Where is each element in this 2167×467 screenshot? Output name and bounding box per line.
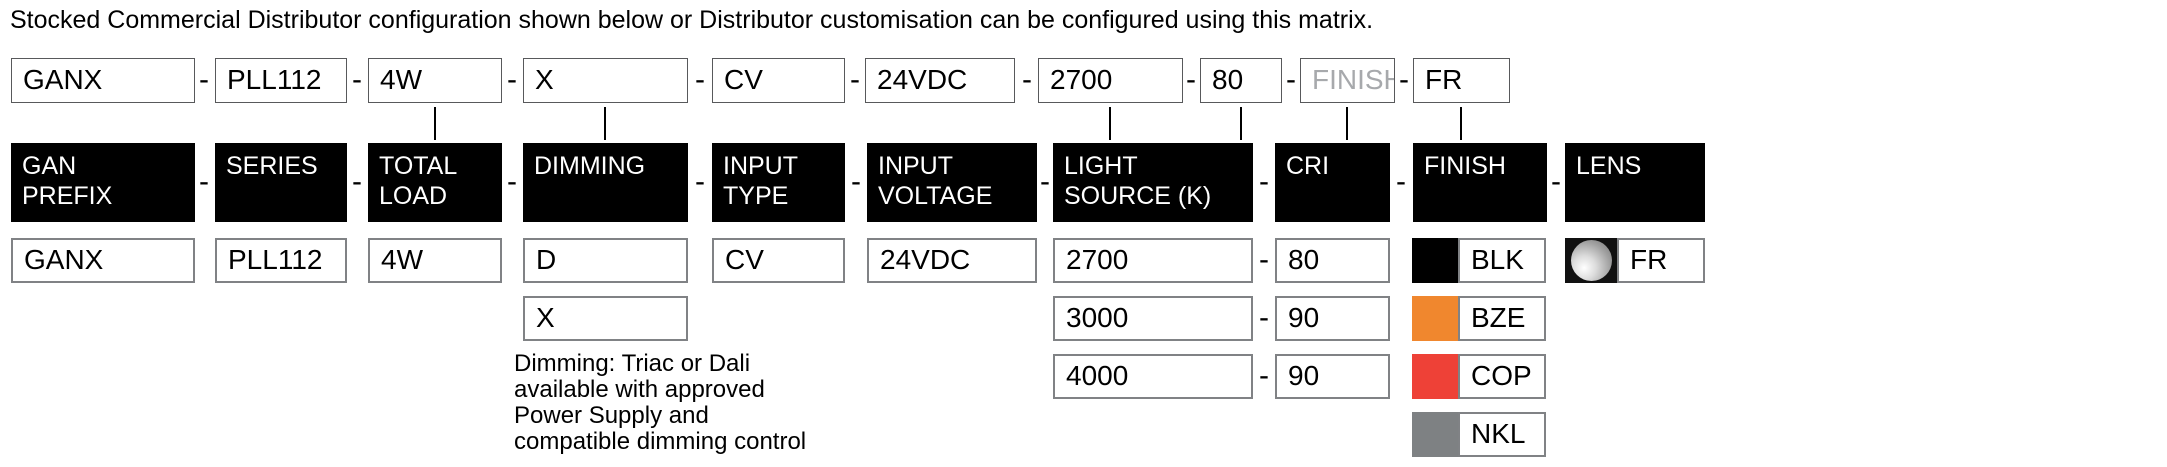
dash-separator: - bbox=[851, 165, 861, 198]
option-gan-prefix-ganx: GANX bbox=[11, 238, 195, 283]
connector-tick-cri bbox=[1240, 107, 1242, 140]
option-dimming-x: X bbox=[523, 296, 688, 341]
dash-separator: - bbox=[199, 63, 209, 96]
dash-separator: - bbox=[1396, 165, 1406, 198]
finish-swatch-cop-icon bbox=[1412, 354, 1458, 399]
connector-tick-dimming bbox=[604, 107, 606, 140]
dash-separator: - bbox=[352, 63, 362, 96]
dash-separator: - bbox=[1259, 301, 1269, 334]
dash-separator: - bbox=[1186, 63, 1196, 96]
option-cri-90-b: 90 bbox=[1275, 354, 1390, 399]
top-code-gan-prefix: GANX bbox=[11, 58, 195, 103]
header-input-voltage: INPUT VOLTAGE bbox=[867, 143, 1037, 222]
dash-separator: - bbox=[507, 165, 517, 198]
dash-separator: - bbox=[1040, 165, 1050, 198]
option-cri-80: 80 bbox=[1275, 238, 1390, 283]
header-lens: LENS bbox=[1565, 143, 1705, 222]
dash-separator: - bbox=[1259, 359, 1269, 392]
header-cri: CRI bbox=[1275, 143, 1390, 222]
top-code-input-type: CV bbox=[712, 58, 845, 103]
header-total-load: TOTAL LOAD bbox=[368, 143, 502, 222]
dash-separator: - bbox=[695, 63, 705, 96]
option-finish-bze: BZE bbox=[1458, 296, 1546, 341]
option-input-type-cv: CV bbox=[712, 238, 845, 283]
top-code-cri: 80 bbox=[1200, 58, 1282, 103]
header-dimming: DIMMING bbox=[523, 143, 688, 222]
header-series: SERIES bbox=[215, 143, 347, 222]
option-finish-blk: BLK bbox=[1458, 238, 1546, 283]
option-finish-cop: COP bbox=[1458, 354, 1546, 399]
option-light-source-2700: 2700 bbox=[1053, 238, 1253, 283]
option-series-pll112: PLL112 bbox=[215, 238, 347, 283]
option-cri-90: 90 bbox=[1275, 296, 1390, 341]
dimming-note: Dimming: Triac or Dali available with ap… bbox=[514, 350, 807, 455]
option-lens-fr: FR bbox=[1617, 238, 1705, 283]
header-input-type: INPUT TYPE bbox=[712, 143, 845, 222]
finish-swatch-blk-icon bbox=[1412, 238, 1458, 283]
finish-swatch-nkl-icon bbox=[1412, 412, 1458, 457]
header-light-source: LIGHT SOURCE (K) bbox=[1053, 143, 1253, 222]
header-finish: FINISH bbox=[1413, 143, 1547, 222]
dash-separator: - bbox=[1022, 63, 1032, 96]
option-dimming-d: D bbox=[523, 238, 688, 283]
dash-separator: - bbox=[695, 165, 705, 198]
top-code-light-source: 2700 bbox=[1038, 58, 1183, 103]
top-code-finish-placeholder: FINISH bbox=[1300, 58, 1395, 103]
option-total-load-4w: 4W bbox=[368, 238, 502, 283]
top-code-series: PLL112 bbox=[215, 58, 347, 103]
dash-separator: - bbox=[199, 165, 209, 198]
header-gan-prefix: GAN PREFIX bbox=[11, 143, 195, 222]
top-code-lens: FR bbox=[1413, 58, 1510, 103]
top-code-total-load: 4W bbox=[368, 58, 502, 103]
page-title: Stocked Commercial Distributor configura… bbox=[10, 6, 1374, 34]
option-light-source-3000: 3000 bbox=[1053, 296, 1253, 341]
connector-tick-total-load bbox=[434, 107, 436, 140]
dash-separator: - bbox=[352, 165, 362, 198]
connector-tick-finish bbox=[1346, 107, 1348, 140]
dash-separator: - bbox=[850, 63, 860, 96]
finish-swatch-bze-icon bbox=[1412, 296, 1458, 341]
option-light-source-4000: 4000 bbox=[1053, 354, 1253, 399]
dash-separator: - bbox=[1259, 165, 1269, 198]
option-input-voltage-24vdc: 24VDC bbox=[867, 238, 1037, 283]
lens-swatch-background bbox=[1565, 238, 1617, 283]
dash-separator: - bbox=[1399, 63, 1409, 96]
top-code-input-voltage: 24VDC bbox=[865, 58, 1015, 103]
dash-separator: - bbox=[1259, 243, 1269, 276]
option-finish-nkl: NKL bbox=[1458, 412, 1546, 457]
top-code-dimming: X bbox=[523, 58, 688, 103]
dash-separator: - bbox=[1286, 63, 1296, 96]
connector-tick-lens bbox=[1460, 107, 1462, 140]
connector-tick-light-source bbox=[1109, 107, 1111, 140]
dash-separator: - bbox=[507, 63, 517, 96]
dash-separator: - bbox=[1551, 165, 1561, 198]
frosted-lens-icon bbox=[1570, 240, 1612, 281]
